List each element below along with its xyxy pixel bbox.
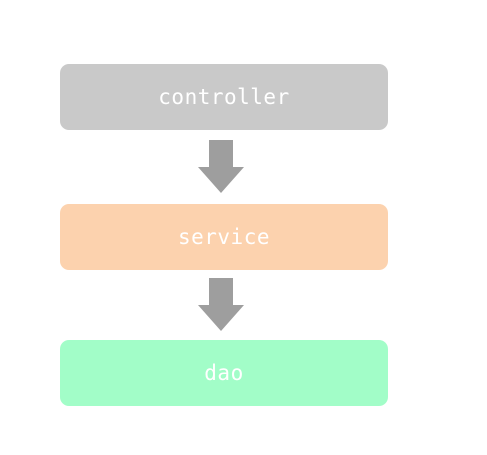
- arrow-down-icon: [198, 140, 244, 193]
- service-layer-label: service: [177, 225, 270, 249]
- controller-layer-label: controller: [158, 85, 290, 109]
- service-layer-box: service: [60, 204, 388, 270]
- arrow-down-icon: [198, 278, 244, 331]
- dao-layer-box: dao: [60, 340, 388, 406]
- controller-layer-box: controller: [60, 64, 388, 130]
- dao-layer-label: dao: [204, 361, 244, 385]
